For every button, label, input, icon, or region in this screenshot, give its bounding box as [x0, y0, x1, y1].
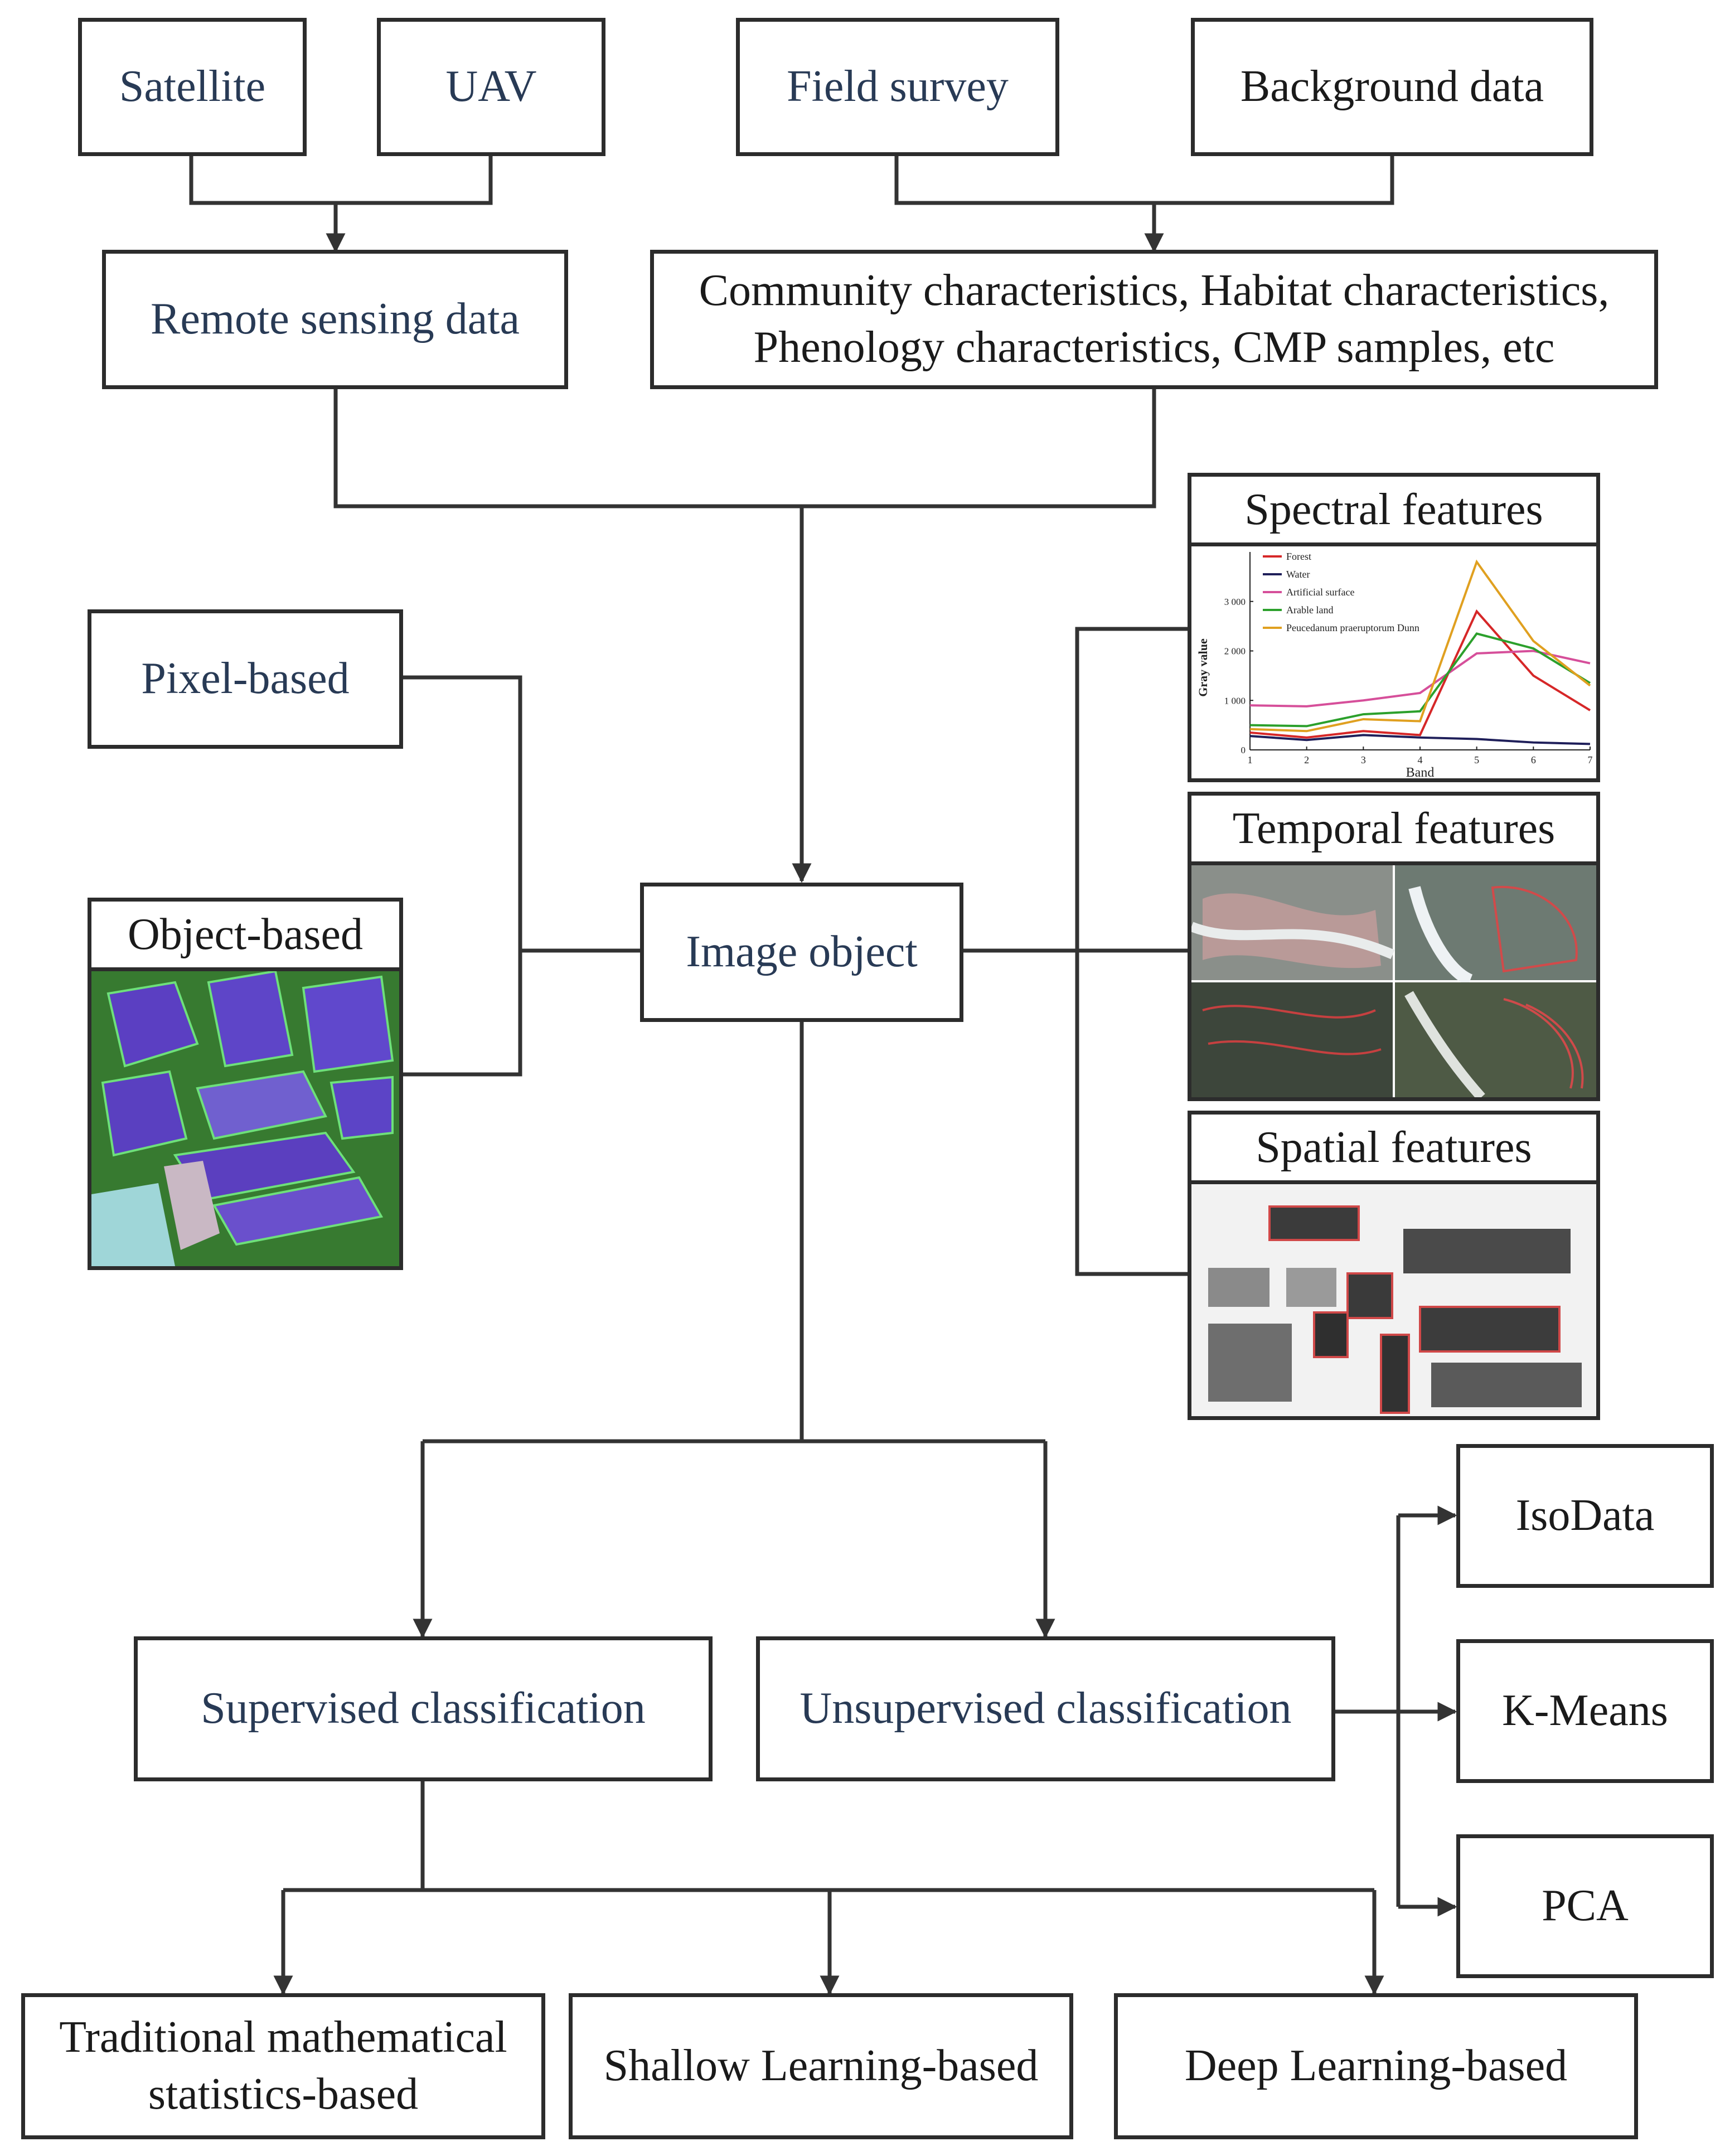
spectral-features-panel: Spectral features 1 2 3 4 5 6 7 0 1 000 2 000 3 00… — [1188, 473, 1600, 782]
object-based-title: Object-based — [91, 902, 399, 971]
temporal-features-panel: Temporal features — [1188, 792, 1600, 1101]
isodata-box: IsoData — [1456, 1444, 1714, 1588]
object-based-panel: Object-based — [88, 898, 403, 1270]
y-tick-label: 2 000 — [1224, 646, 1246, 657]
x-tick-label: 3 — [1361, 754, 1366, 765]
spatial-features-title: Spatial features — [1191, 1115, 1596, 1184]
y-axis-label: Gray value — [1196, 638, 1210, 697]
series-line — [1249, 632, 1591, 728]
pixel-object-bracket — [401, 675, 522, 1077]
x-tick-label: 6 — [1531, 754, 1536, 765]
deep-learning-box: Deep Learning-based — [1114, 1993, 1638, 2139]
y-tick-label: 0 — [1241, 745, 1246, 755]
inputs-merge-line — [333, 387, 1156, 508]
x-axis-label: Band — [1406, 765, 1435, 778]
remote-sensing-data-box: Remote sensing data — [102, 250, 568, 389]
background-data-box: Background data — [1191, 18, 1593, 156]
x-tick-label: 2 — [1304, 754, 1309, 765]
series-line — [1249, 559, 1591, 733]
pixel-based-box: Pixel-based — [88, 609, 403, 749]
y-tick-label: 1 000 — [1224, 695, 1246, 706]
series-line — [1249, 609, 1591, 739]
pca-box: PCA — [1456, 1834, 1714, 1978]
legend-label: Water — [1286, 569, 1310, 580]
characteristics-box: Community characteristics, Habitat chara… — [650, 250, 1658, 389]
y-tick-label: 3 000 — [1224, 597, 1246, 607]
spatial-image — [1191, 1184, 1596, 1416]
legend-label: Forest — [1286, 551, 1311, 562]
x-tick-label: 5 — [1474, 754, 1479, 765]
spectral-features-title: Spectral features — [1191, 477, 1596, 546]
spatial-features-panel: Spatial features — [1188, 1111, 1600, 1420]
x-tick-label: 4 — [1418, 754, 1423, 765]
temporal-image-grid — [1191, 865, 1596, 1097]
field-survey-box: Field survey — [736, 18, 1059, 156]
object-based-image — [91, 971, 399, 1266]
shallow-learning-box: Shallow Learning-based — [569, 1993, 1073, 2139]
series-line — [1249, 650, 1591, 708]
traditional-statistics-box: Traditional mathematical statistics-base… — [21, 1993, 545, 2139]
series-line — [1249, 734, 1591, 745]
legend-label: Arable land — [1286, 604, 1333, 616]
satellite-box: Satellite — [78, 18, 307, 156]
kmeans-box: K-Means — [1456, 1639, 1714, 1783]
uav-box: UAV — [377, 18, 605, 156]
features-bracket — [1075, 627, 1188, 1276]
legend-label: Peucedanum praeruptorum Dunn — [1286, 622, 1419, 633]
supervised-classification-box: Supervised classification — [134, 1636, 713, 1781]
temporal-features-title: Temporal features — [1191, 796, 1596, 865]
x-tick-label: 7 — [1588, 754, 1593, 765]
satellite-uav-to-remote-sensing — [189, 153, 493, 205]
unsupervised-classification-box: Unsupervised classification — [756, 1636, 1335, 1781]
image-object-box: Image object — [640, 883, 963, 1022]
legend-label: Artificial surface — [1286, 587, 1354, 598]
field-background-to-characteristics — [894, 153, 1394, 205]
x-tick-label: 1 — [1248, 754, 1253, 765]
